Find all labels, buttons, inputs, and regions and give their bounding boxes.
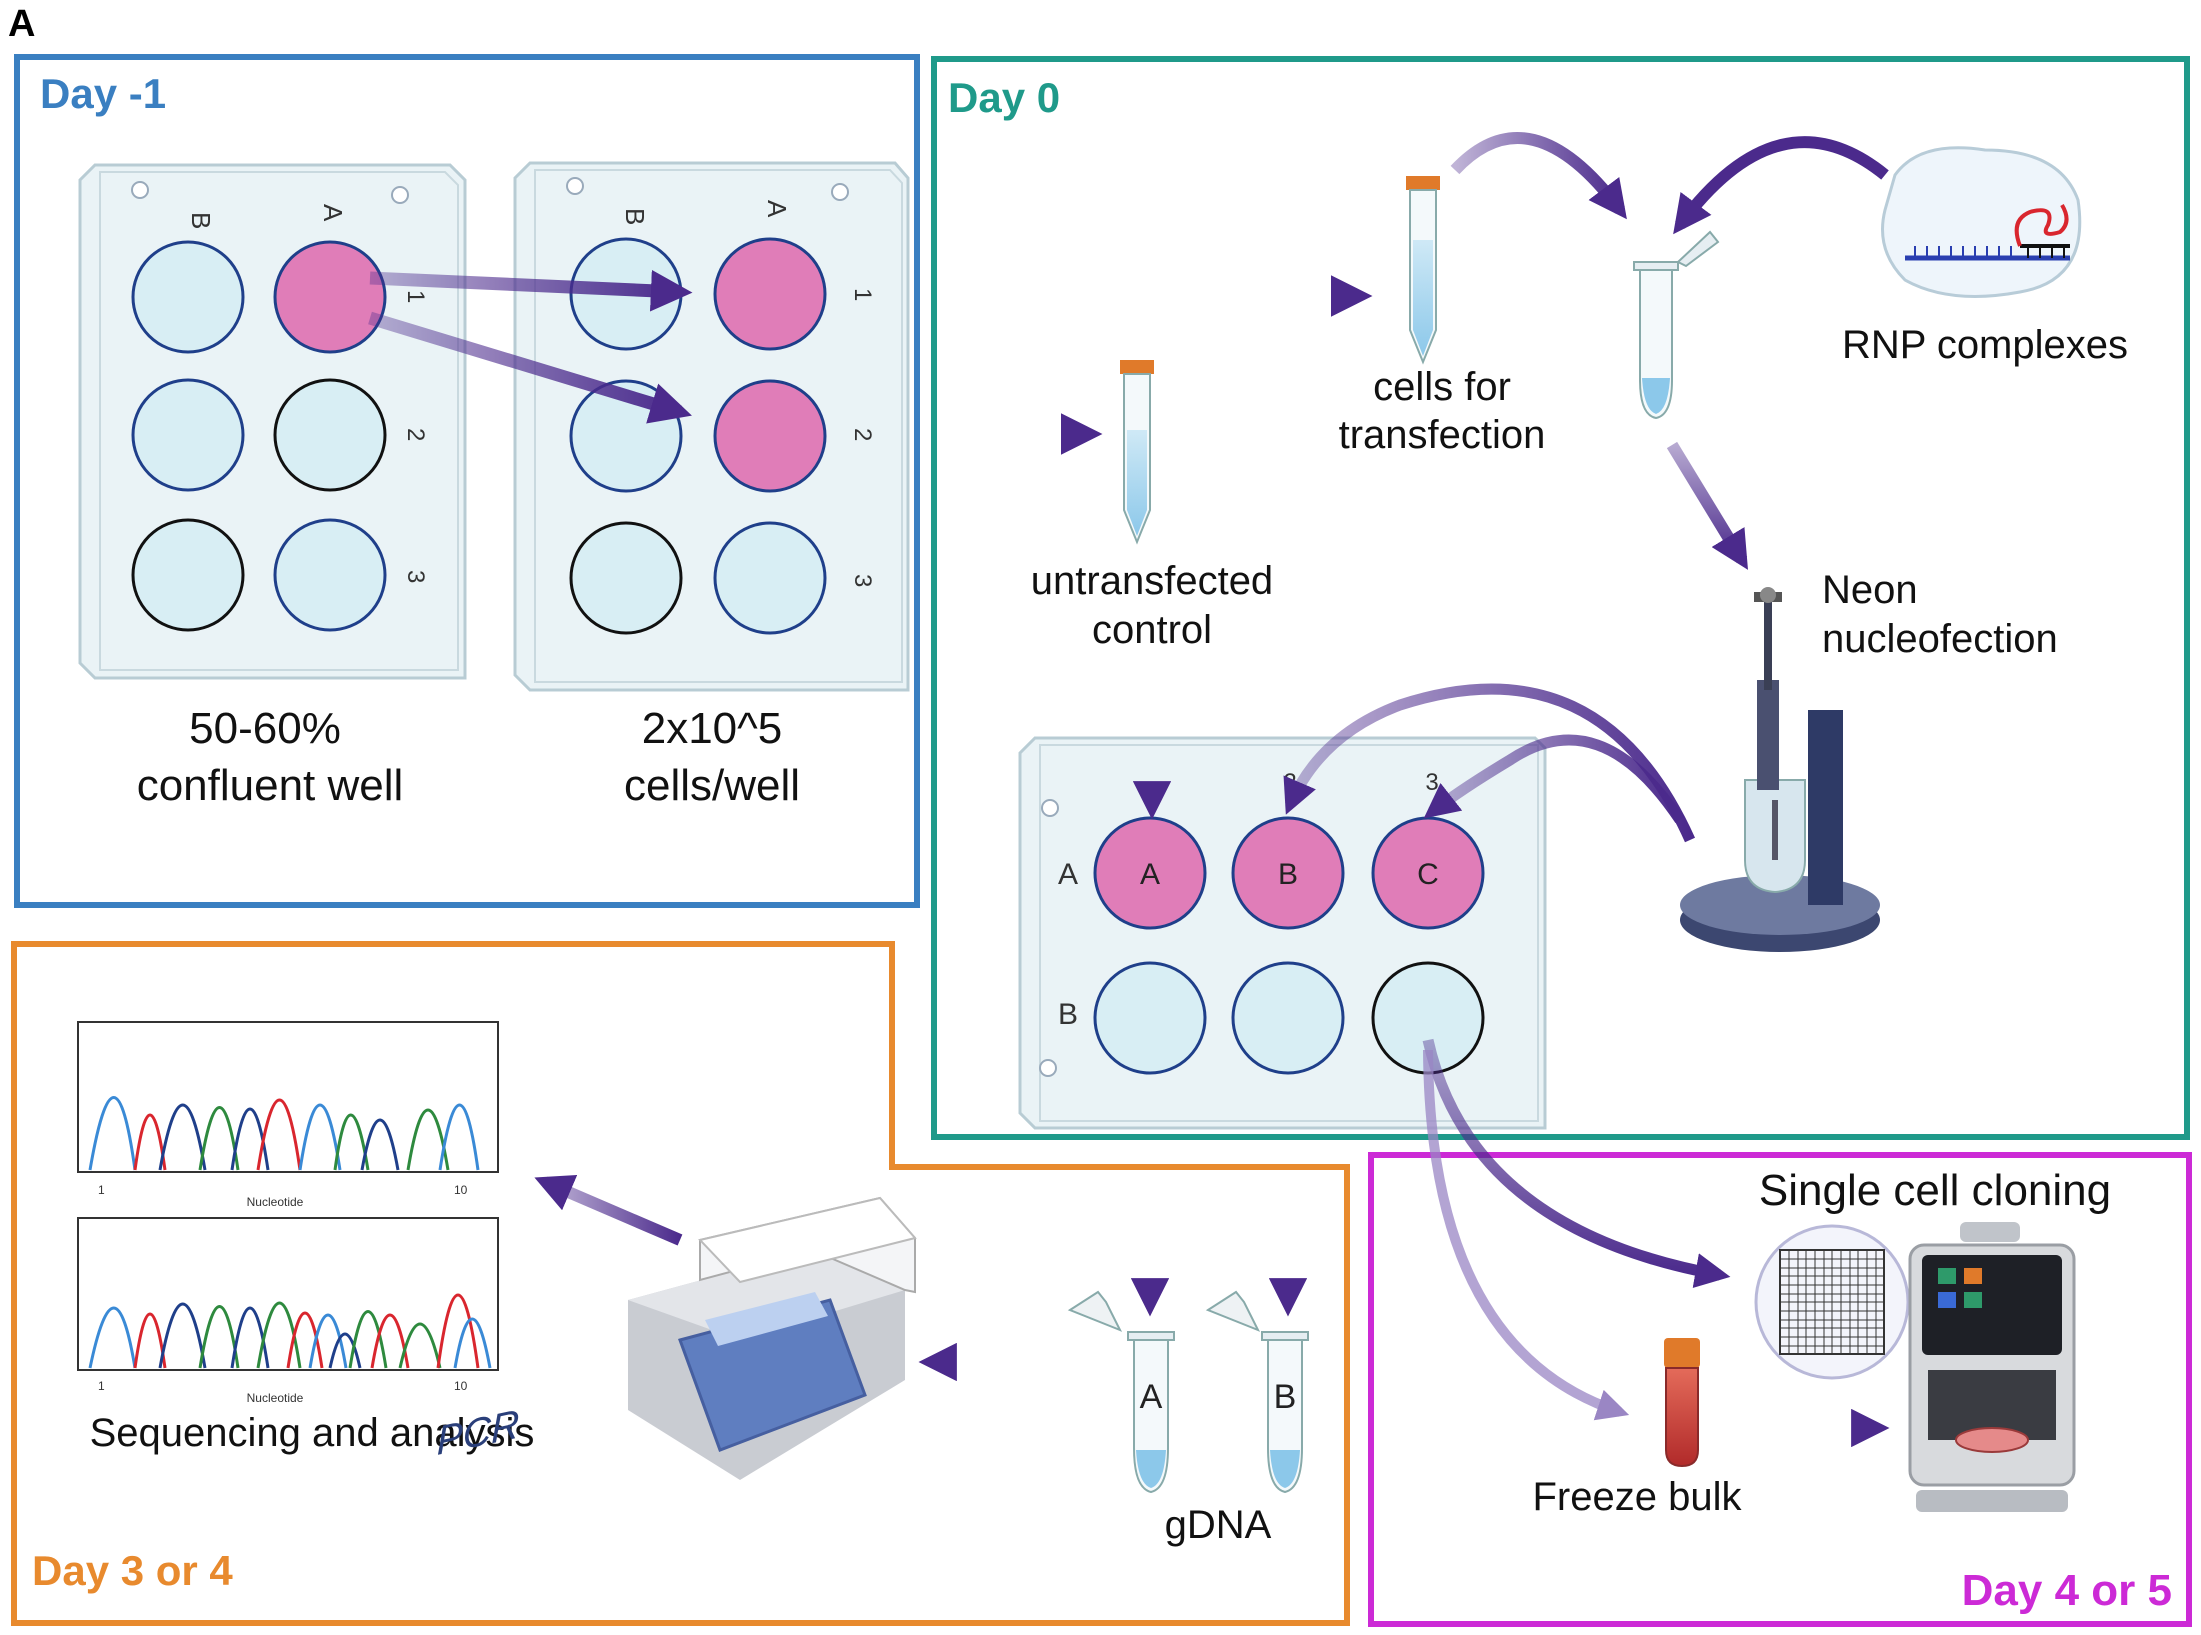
plate1-well-B1 (131, 240, 245, 354)
plate2-col-A: A (762, 200, 792, 218)
plate1-well-A1 (273, 240, 387, 354)
panel-day0: Day 0 cells for transfection (810, 56, 2190, 1140)
arrow-cells-to-mix (1450, 132, 1627, 220)
plate3-col-3: 3 (1425, 769, 1438, 796)
arrow-mix-to-neon (1666, 441, 1748, 570)
arrow-neon-to-wellC (1423, 734, 1685, 824)
chromatogram-2: 1 10 Nucleotide (77, 1217, 499, 1405)
chrom1-tick-last: 10 (454, 1183, 468, 1197)
arrow-wellB3-to-cloning (1422, 1038, 1731, 1288)
plate3-well-B (1231, 816, 1345, 930)
arrow-neon-to-wellB (1283, 683, 1696, 843)
freeze-bulk-label: Freeze bulk (1533, 1475, 1743, 1519)
chrom2-tick-last: 10 (454, 1379, 468, 1393)
neon-label-line2: nucleofection (1822, 617, 2058, 661)
cell-grid-icon (1754, 1224, 1910, 1380)
rnp-complex-icon (1881, 146, 2082, 298)
arrow-a1-to-plate2-a1 (369, 269, 693, 312)
cell-cloning-device-icon (1908, 1222, 2076, 1512)
plate1-well-A2 (273, 378, 387, 492)
plate3-row-B: B (1058, 998, 1078, 1031)
plate-2: B A 1 2 3 (513, 161, 910, 692)
plate2-well-B3 (569, 521, 683, 635)
plate1-row-2: 2 (402, 428, 429, 441)
gdna-tube-a-label: A (1140, 1378, 1163, 1416)
plate1-well-B3 (131, 518, 245, 632)
plate3-well-B-label: B (1278, 858, 1298, 891)
sequencing-label: Sequencing and analysis (90, 1411, 535, 1455)
chrom2-x-axis-label: Nucleotide (247, 1391, 304, 1405)
plate2-row-3: 3 (849, 574, 876, 587)
panel-day3: Day 3 or 4 1 10 Nucleotide (11, 941, 1350, 1626)
gdna-tube-b-icon: B (1205, 1290, 1309, 1494)
plate2-well-A2 (713, 379, 827, 493)
panel-day0-label: Day 0 (948, 74, 1060, 121)
gdna-tube-b-label: B (1274, 1378, 1297, 1416)
plate3-well-C-label: C (1417, 858, 1439, 891)
panel-day4: Day 4 or 5 Single cell cloning (1368, 1038, 2192, 1627)
cryovial-icon (1664, 1338, 1700, 1468)
untransfected-label-line2: control (1092, 608, 1212, 652)
plate1-well-A3 (273, 518, 387, 632)
arrow-a1-to-plate2-a2 (368, 311, 692, 424)
eppendorf-tube-icon (1633, 230, 1720, 420)
panel-day3-label: Day 3 or 4 (32, 1547, 233, 1594)
panel-day-minus1-label: Day -1 (40, 70, 166, 117)
untransfected-label-line1: untransfected (1031, 559, 1273, 603)
cells-label-line2: transfection (1339, 413, 1546, 457)
plate1-row-3: 3 (402, 570, 429, 583)
arrow-pcr-to-sequencing (534, 1174, 683, 1246)
plate1-row-1: 1 (402, 290, 429, 303)
plate1-col-A: A (318, 204, 348, 222)
plate-1: B A 1 2 3 (78, 163, 467, 680)
plate3-well-A-label: A (1140, 858, 1160, 891)
neon-label-line1: Neon (1822, 568, 1918, 612)
plate2-well-A3 (713, 521, 827, 635)
plate2-well-A1 (713, 237, 827, 351)
gdna-label: gDNA (1165, 1503, 1272, 1547)
cells-label-line1: cells for (1373, 365, 1511, 409)
control-tube-icon (1120, 360, 1154, 545)
arrow-rnp-to-mix (1673, 136, 1889, 235)
plate1-caption-line2: confluent well (137, 761, 404, 810)
panel-day-minus1: Day -1 B A 1 2 3 50-60% confluent well (14, 54, 920, 908)
plate2-caption-line2: cells/well (624, 761, 800, 810)
plate1-caption-line1: 50-60% (189, 704, 341, 753)
chrom1-x-axis-label: Nucleotide (247, 1195, 304, 1209)
gdna-tube-a-icon: A (1067, 1290, 1175, 1494)
arrow-wellB3-to-freeze (1423, 1049, 1630, 1421)
panel-day4-label: Day 4 or 5 (1962, 1566, 2172, 1615)
chrom1-tick-first: 1 (98, 1183, 105, 1197)
plate2-caption-line1: 2x10^5 (642, 704, 783, 753)
rnp-label: RNP complexes (1842, 323, 2128, 367)
plate1-col-B: B (186, 212, 216, 229)
neon-device-icon (1680, 587, 1880, 952)
plate2-col-B: B (620, 208, 650, 225)
panel-letter: A (8, 3, 35, 45)
tube-icon (1406, 176, 1440, 365)
pcr-machine-icon: PCR (437, 1196, 917, 1480)
plate3-row-A: A (1058, 858, 1078, 891)
single-cell-label: Single cell cloning (1759, 1166, 2111, 1215)
plate1-well-B2 (131, 378, 245, 492)
chromatogram-1: 1 10 Nucleotide (77, 1021, 499, 1209)
chrom2-tick-first: 1 (98, 1379, 105, 1393)
